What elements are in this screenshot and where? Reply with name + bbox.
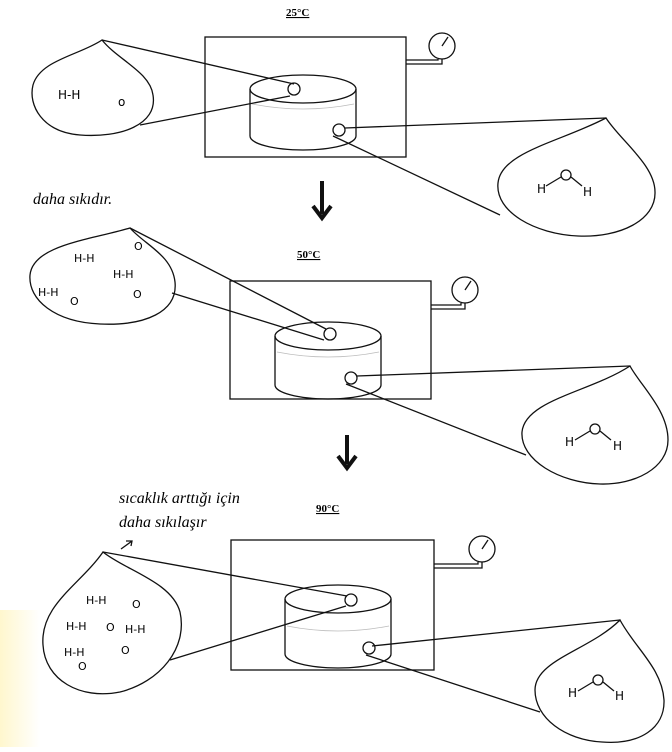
molecule-o: O [134,240,143,253]
stage-1: 25°C [31,7,656,237]
molecule-o: O [121,644,130,657]
liquid-phase-drop: H H [332,117,656,237]
container-box-1 [204,36,407,158]
temperature-label-2: 50°C [297,249,320,261]
molecule-h2: H-H [125,623,146,636]
svg-text:H: H [583,185,592,199]
stage-3: sıcaklık arttığı için daha sıkılaşır 90°… [42,490,665,743]
svg-text:H: H [565,435,574,449]
liquid-sample-point [332,123,346,137]
svg-text:H: H [537,182,546,196]
beaker-icon [284,584,392,669]
liquid-sample-point [344,371,358,385]
liquid-sample-point [362,641,376,655]
note-stage-3-line-2: daha sıkılaşır [119,514,207,531]
molecule-h2: H-H [64,646,85,659]
container-box-3 [230,539,435,671]
pressure-gauge-icon [434,535,496,569]
pressure-gauge-icon [431,276,479,310]
gas-sample-point [323,327,337,341]
temperature-label-3: 90°C [316,503,339,515]
molecule-h2: H-H [113,268,134,281]
beaker-icon [274,321,382,400]
water-molecule-icon: H H [537,169,592,199]
molecule-h2: H-H [38,286,59,299]
temperature-label-1: 25°C [286,7,309,19]
gas-phase-drop: H-H O H-H H-H O O [29,227,327,341]
gas-phase-drop: H-H o [31,39,295,137]
svg-text:H: H [568,686,577,700]
page-edge-tint [0,610,40,747]
down-arrow-icon [311,181,333,222]
gas-sample-point [344,593,358,607]
water-molecule-icon: H H [565,423,622,453]
molecule-h2: H-H [86,594,107,607]
svg-text:H: H [613,439,622,453]
molecule-o: O [70,295,79,308]
molecule-o: O [106,621,115,634]
molecule-o: O [133,288,142,301]
small-arrow-icon [120,540,133,550]
stage-2: 50°C H-H O [29,227,669,485]
molecule-o: o [118,95,125,109]
molecule-o: O [132,598,141,611]
molecule-o: O [78,660,87,673]
gas-phase-drop: H-H O H-H O H-H H-H O O [42,551,348,695]
down-arrow-icon [336,435,358,472]
svg-text:H: H [615,689,624,703]
molecule-h2: H-H [58,88,80,102]
note-stage-1: daha sıkıdır. [33,191,112,208]
liquid-phase-drop: H H [345,365,669,485]
molecule-h2: H-H [74,252,95,265]
liquid-phase-drop: H H [365,618,665,743]
gas-sample-point [287,82,301,96]
note-stage-3-line-1: sıcaklık arttığı için [119,490,240,507]
pressure-gauge-icon [406,32,456,65]
water-molecule-icon: H H [568,674,624,703]
molecule-h2: H-H [66,620,87,633]
